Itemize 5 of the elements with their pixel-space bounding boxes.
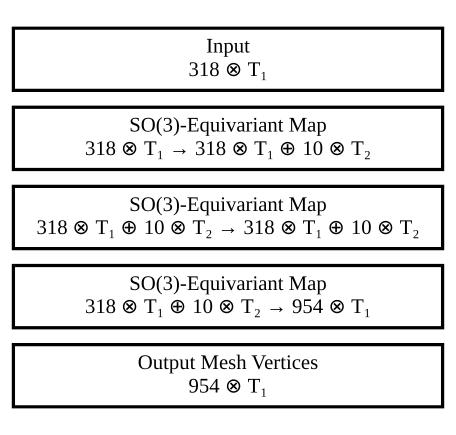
node-box: Output Mesh Vertices 954 ⊗ T₁ (12, 342, 444, 408)
node-box: SO(3)-Equivariant Map 318 ⊗ T₁ → 318 ⊗ T₁ ⊕ 10 ⊗ T₂ (12, 106, 444, 172)
node-box: SO(3)-Equivariant Map 318 ⊗ T₁ ⊕ 10 ⊗ T₂ → 318 ⊗ T₁ ⊕ 10 ⊗ T₂ (12, 184, 444, 250)
node-box: Input 318 ⊗ T₁ (12, 26, 444, 92)
node-box: SO(3)-Equivariant Map 318 ⊗ T₁ ⊕ 10 ⊗ T₂ → 954 ⊗ T₁ (12, 264, 444, 330)
